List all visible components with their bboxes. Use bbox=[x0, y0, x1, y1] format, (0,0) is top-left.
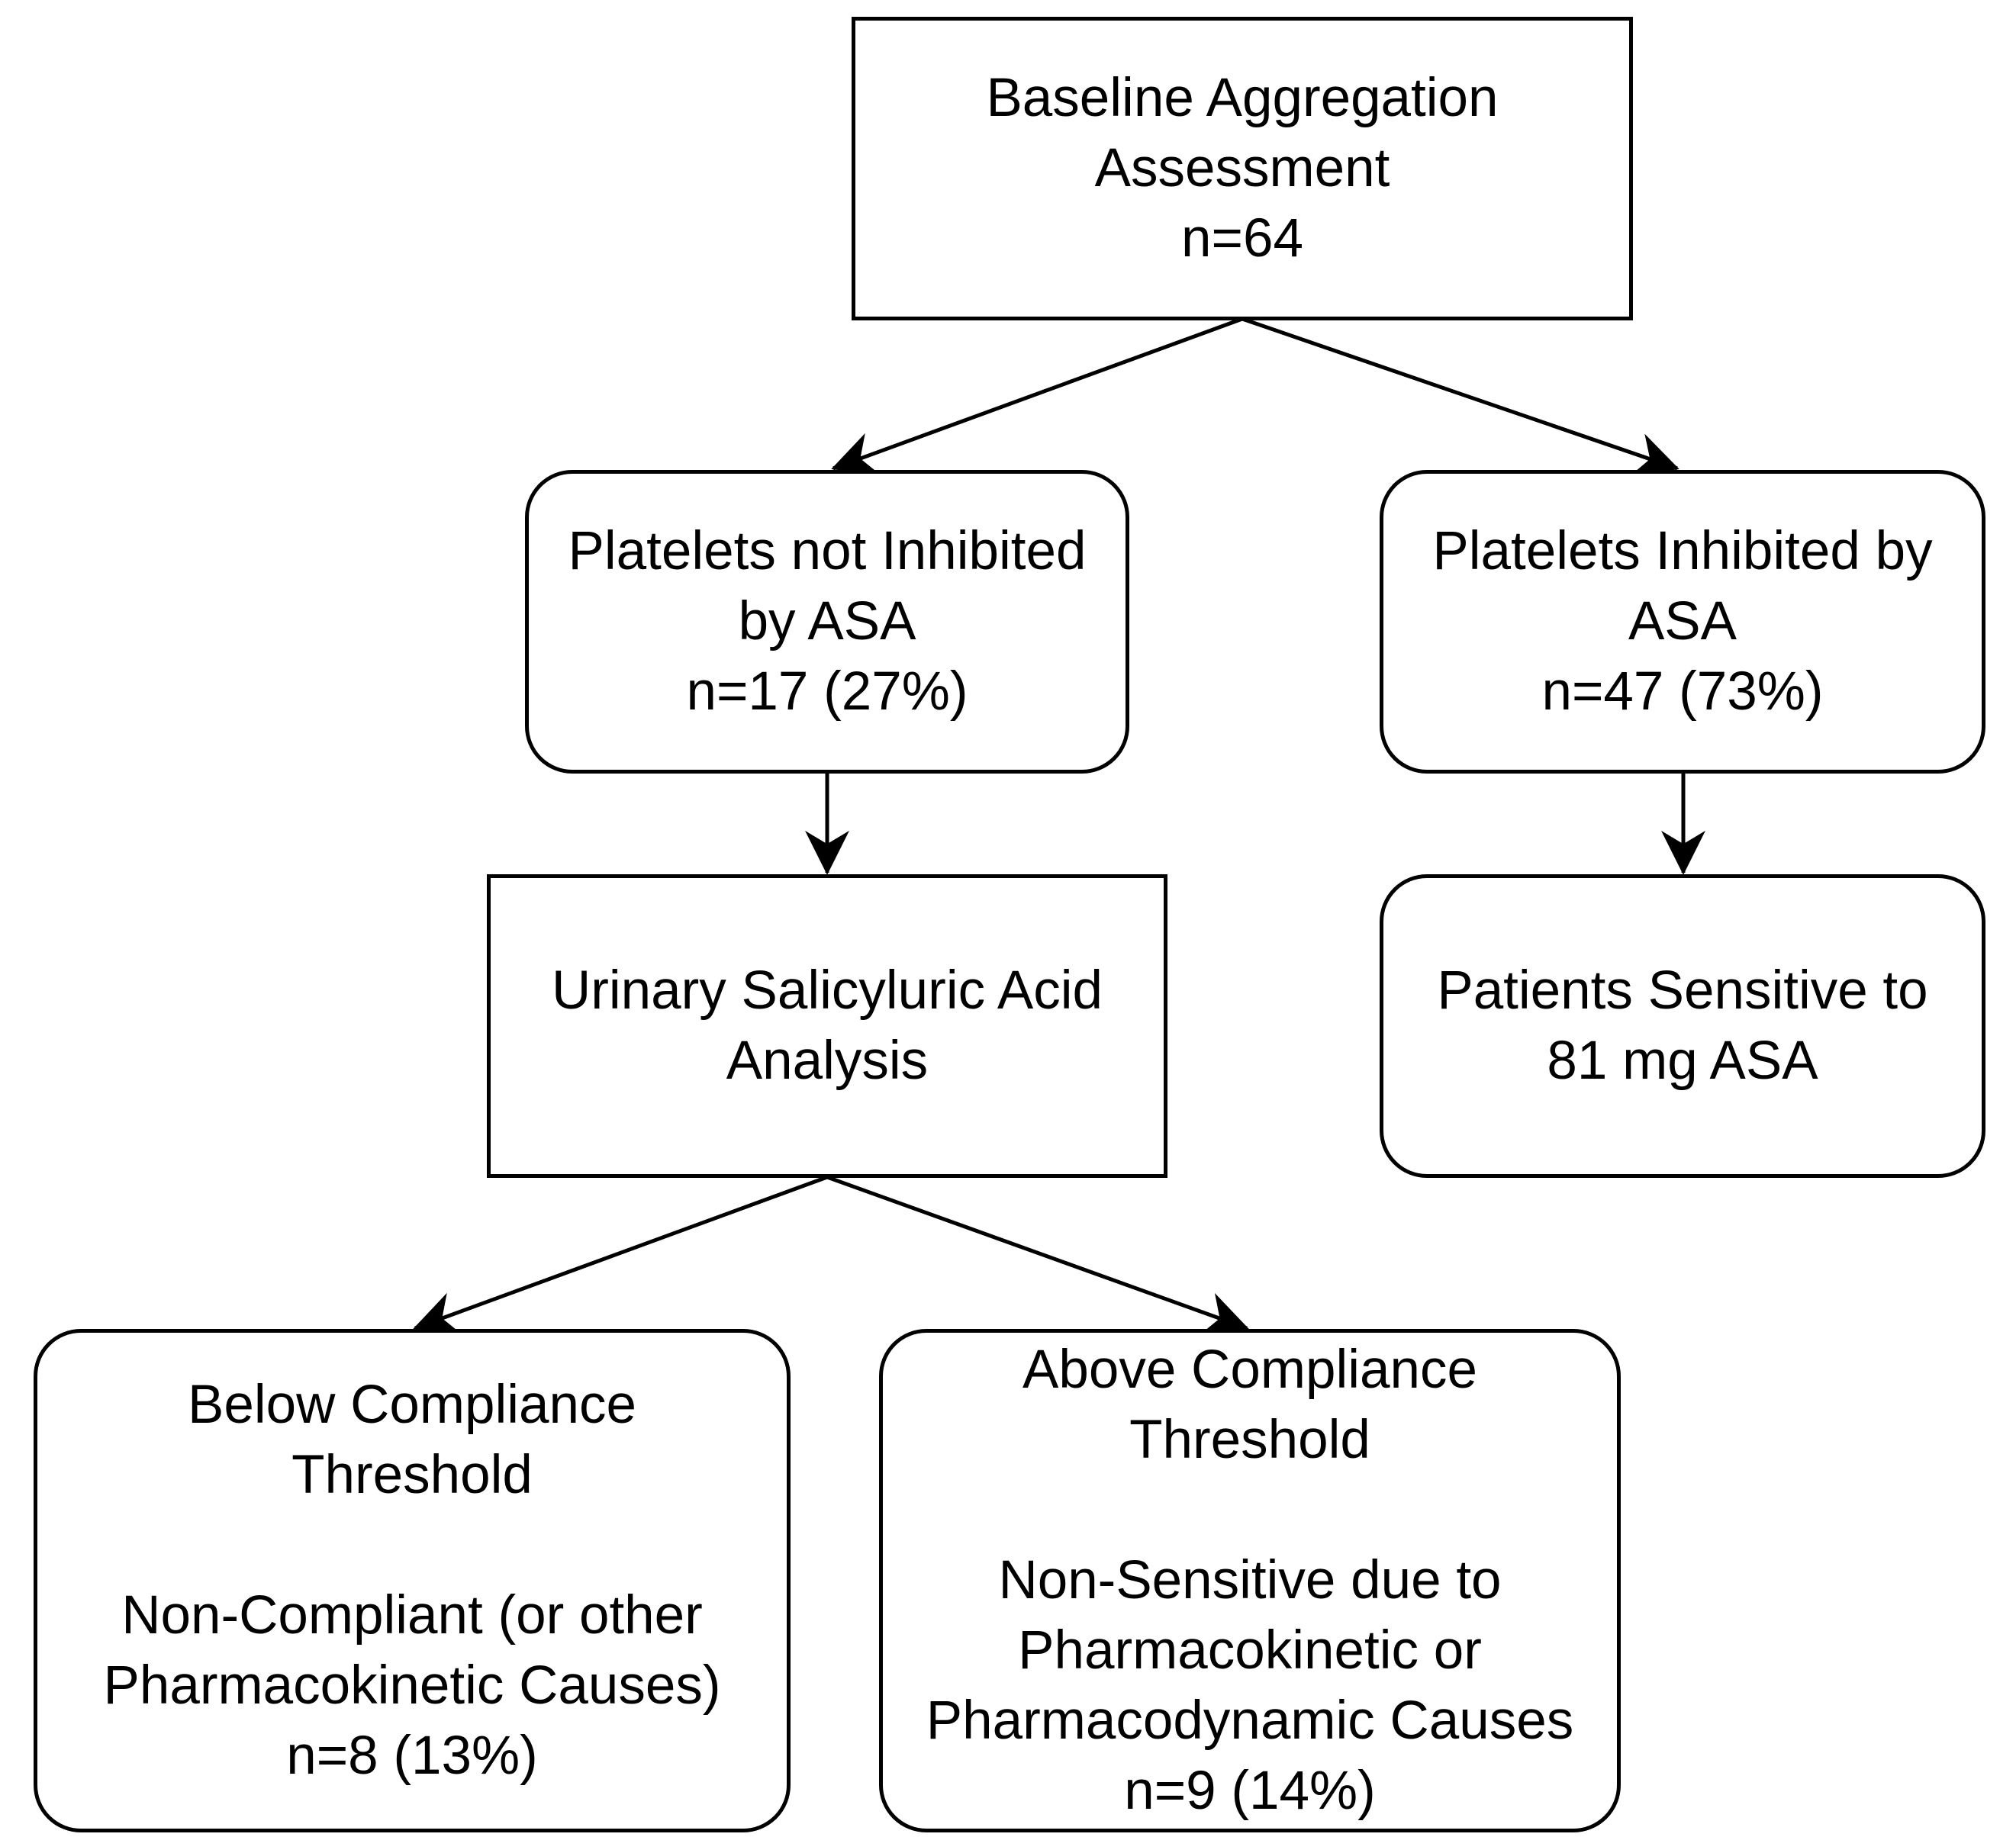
above-detail-line-3: Pharmacodynamic Causes bbox=[926, 1691, 1574, 1751]
arrow-urinary-to-above bbox=[826, 1175, 1249, 1335]
below-count: n=8 (13%) bbox=[286, 1726, 538, 1786]
urinary-analysis-box: Urinary Salicyluric Acid Analysis bbox=[487, 874, 1167, 1178]
above-threshold-box: Above Compliance Threshold Non-Sensitive… bbox=[879, 1329, 1621, 1832]
inhibited-line-2: ASA bbox=[1628, 591, 1737, 651]
urinary-line-1: Urinary Salicyluric Acid bbox=[551, 960, 1103, 1021]
above-detail-line-2: Pharmacokinetic or bbox=[1018, 1620, 1482, 1681]
above-heading-line-1: Above Compliance bbox=[1022, 1340, 1477, 1400]
arrow-urinary-to-below bbox=[413, 1175, 828, 1335]
above-count: n=9 (14%) bbox=[1124, 1761, 1376, 1821]
below-heading-line-1: Below Compliance bbox=[187, 1375, 636, 1435]
baseline-assessment-box: Baseline Aggregation Assessment n=64 bbox=[852, 17, 1633, 320]
not-inhibited-count: n=17 (27%) bbox=[686, 661, 968, 722]
below-heading-line-2: Threshold bbox=[291, 1445, 533, 1505]
baseline-title-line-2: Assessment bbox=[1094, 138, 1390, 198]
platelets-not-inhibited-box: Platelets not Inhibited by ASA n=17 (27%… bbox=[525, 470, 1129, 774]
inhibited-count: n=47 (73%) bbox=[1541, 661, 1824, 722]
below-detail-line-1: Non-Compliant (or other bbox=[121, 1585, 703, 1646]
sensitive-line-2: 81 mg ASA bbox=[1547, 1031, 1818, 1091]
inhibited-line-1: Platelets Inhibited by bbox=[1432, 521, 1933, 581]
above-detail-line-1: Non-Sensitive due to bbox=[998, 1550, 1502, 1610]
below-threshold-box: Below Compliance Threshold Non-Compliant… bbox=[34, 1329, 791, 1832]
arrow-baseline-to-not-inhibited bbox=[831, 317, 1243, 475]
sensitive-line-1: Patients Sensitive to bbox=[1437, 960, 1928, 1021]
patients-sensitive-box: Patients Sensitive to 81 mg ASA bbox=[1380, 874, 1985, 1178]
platelets-inhibited-box: Platelets Inhibited by ASA n=47 (73%) bbox=[1380, 470, 1985, 774]
not-inhibited-line-2: by ASA bbox=[738, 591, 916, 651]
urinary-line-2: Analysis bbox=[726, 1031, 929, 1091]
baseline-title-line-1: Baseline Aggregation bbox=[986, 68, 1499, 128]
above-heading-line-2: Threshold bbox=[1129, 1410, 1370, 1470]
not-inhibited-line-1: Platelets not Inhibited bbox=[568, 521, 1087, 581]
baseline-count: n=64 bbox=[1181, 208, 1303, 269]
arrow-baseline-to-inhibited bbox=[1241, 317, 1679, 476]
below-detail-line-2: Pharmacokinetic Causes) bbox=[103, 1655, 721, 1716]
